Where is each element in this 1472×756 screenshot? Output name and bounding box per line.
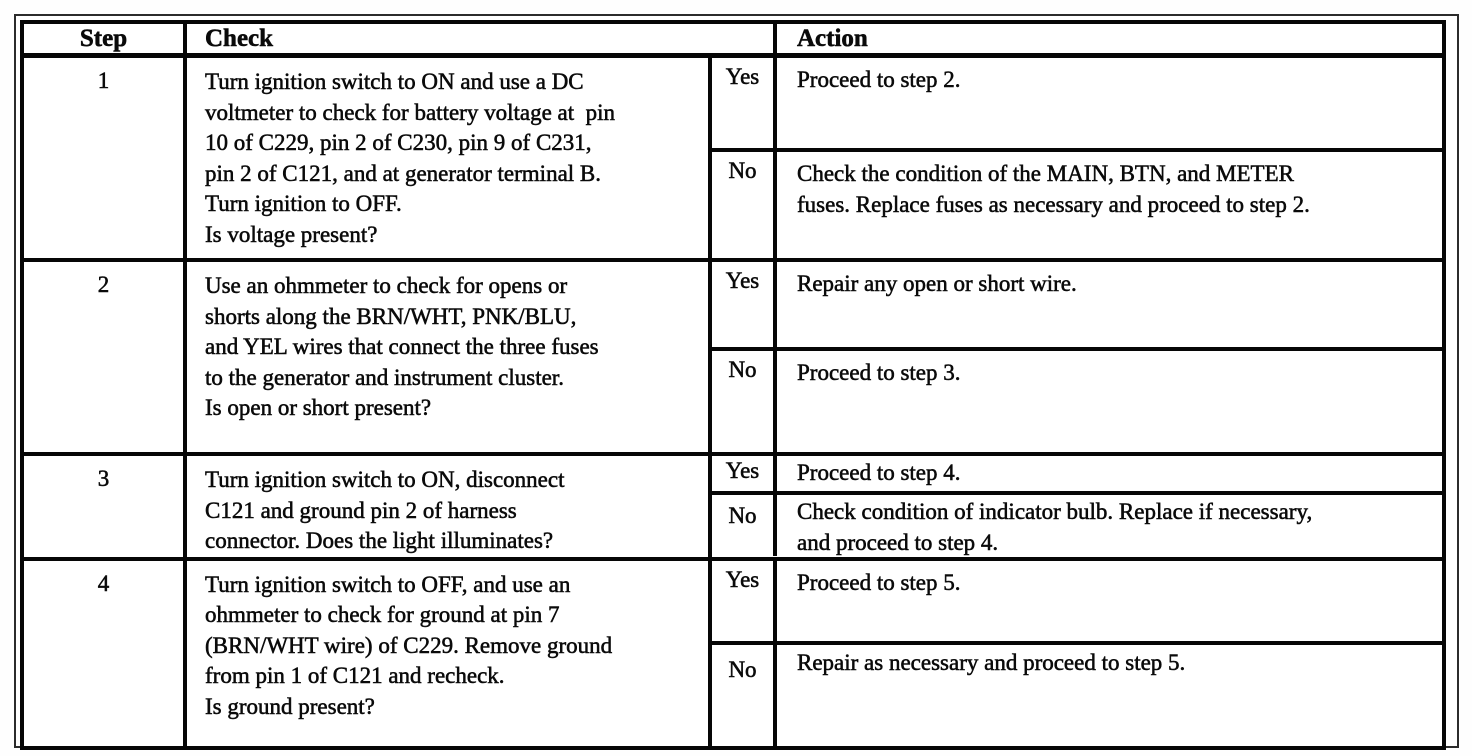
check-cell: Turn ignition switch to ON, disconnect C… [187, 456, 712, 557]
check-cell: Turn ignition switch to OFF, and use an … [187, 560, 712, 746]
yes-subrow: Yes Proceed to step 4. [712, 456, 1442, 491]
table-header-row: Step Check Action [24, 24, 1442, 58]
action-subrows: Yes Repair any open or short wire. No Pr… [712, 262, 1442, 452]
no-action-cell: Proceed to step 3. [797, 360, 961, 386]
step-cell: 3 [24, 456, 187, 557]
action-subrows: Yes Proceed to step 2. No Check the cond… [712, 58, 1442, 258]
header-check: Check [187, 24, 777, 53]
check-cell: Use an ohmmeter to check for opens or sh… [187, 262, 712, 452]
table-row-step-4: 4 Turn ignition switch to OFF, and use a… [24, 556, 1442, 746]
yes-subrow: Yes Proceed to step 5. [712, 560, 1442, 641]
step-cell: 2 [24, 262, 187, 452]
no-action-cell: Repair as necessary and proceed to step … [797, 649, 1186, 675]
yes-action-cell: Proceed to step 2. [797, 67, 961, 93]
no-action-cell: Check the condition of the MAIN, BTN, an… [797, 161, 1310, 217]
no-label: No [712, 152, 777, 258]
no-subrow: No Check the condition of the MAIN, BTN,… [712, 148, 1442, 258]
no-label: No [712, 351, 777, 452]
action-subrows: Yes Proceed to step 5. No Repair as nece… [712, 560, 1442, 746]
header-action: Action [797, 25, 868, 53]
table-row-step-1: 1 Turn ignition switch to ON and use a D… [24, 58, 1442, 258]
action-subrows: Yes Proceed to step 4. No Check conditio… [712, 456, 1442, 557]
yes-label: Yes [712, 456, 777, 491]
check-cell: Turn ignition switch to ON and use a DC … [187, 58, 712, 258]
yes-subrow: Yes Proceed to step 2. [712, 58, 1442, 148]
yes-label: Yes [712, 58, 777, 148]
table-row-step-3: 3 Turn ignition switch to ON, disconnect… [24, 452, 1442, 557]
step-cell: 4 [24, 560, 187, 746]
table-row-step-2: 2 Use an ohmmeter to check for opens or … [24, 258, 1442, 452]
yes-action-cell: Proceed to step 4. [797, 460, 961, 486]
yes-subrow: Yes Repair any open or short wire. [712, 262, 1442, 347]
no-subrow: No Check condition of indicator bulb. Re… [712, 491, 1442, 556]
header-step: Step [24, 24, 187, 53]
yes-action-cell: Proceed to step 5. [797, 569, 961, 595]
yes-label: Yes [712, 262, 777, 347]
no-action-cell: Check condition of indicator bulb. Repla… [797, 499, 1313, 555]
yes-action-cell: Repair any open or short wire. [797, 271, 1077, 297]
page-border: Step Check Action 1 Turn ignition switch… [14, 14, 1459, 750]
no-subrow: No Proceed to step 3. [712, 347, 1442, 452]
yes-label: Yes [712, 560, 777, 641]
no-subrow: No Repair as necessary and proceed to st… [712, 640, 1442, 746]
no-label: No [712, 644, 777, 746]
troubleshooting-table: Step Check Action 1 Turn ignition switch… [20, 20, 1446, 750]
no-label: No [712, 495, 777, 556]
step-cell: 1 [24, 58, 187, 258]
